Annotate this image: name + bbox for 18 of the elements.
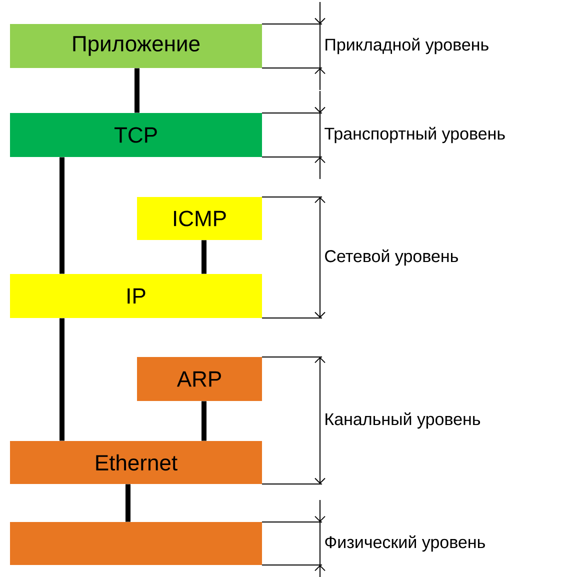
layer-label: Транспортный уровень [324, 126, 505, 144]
empty-box [10, 522, 262, 565]
connector-line [202, 240, 206, 274]
connector-line [60, 318, 64, 441]
connector-line [126, 484, 130, 522]
layer-label: Сетевой уровень [325, 249, 458, 266]
layer-label: Прикладной уровень [326, 38, 488, 54]
layer-box: TCP [10, 113, 262, 157]
layer-label: Физический уровень [325, 535, 485, 552]
connector-line [60, 157, 64, 274]
connector-line [202, 401, 206, 441]
connector-line [134, 68, 140, 113]
layer-label: Канальный уровень [326, 412, 480, 429]
layer-box: IP [10, 274, 262, 318]
layer-box: ARP [137, 357, 262, 401]
layer-box: Ethernet [10, 441, 262, 484]
layer-box: ICMP [137, 197, 262, 240]
layer-box: Приложение [10, 24, 262, 68]
